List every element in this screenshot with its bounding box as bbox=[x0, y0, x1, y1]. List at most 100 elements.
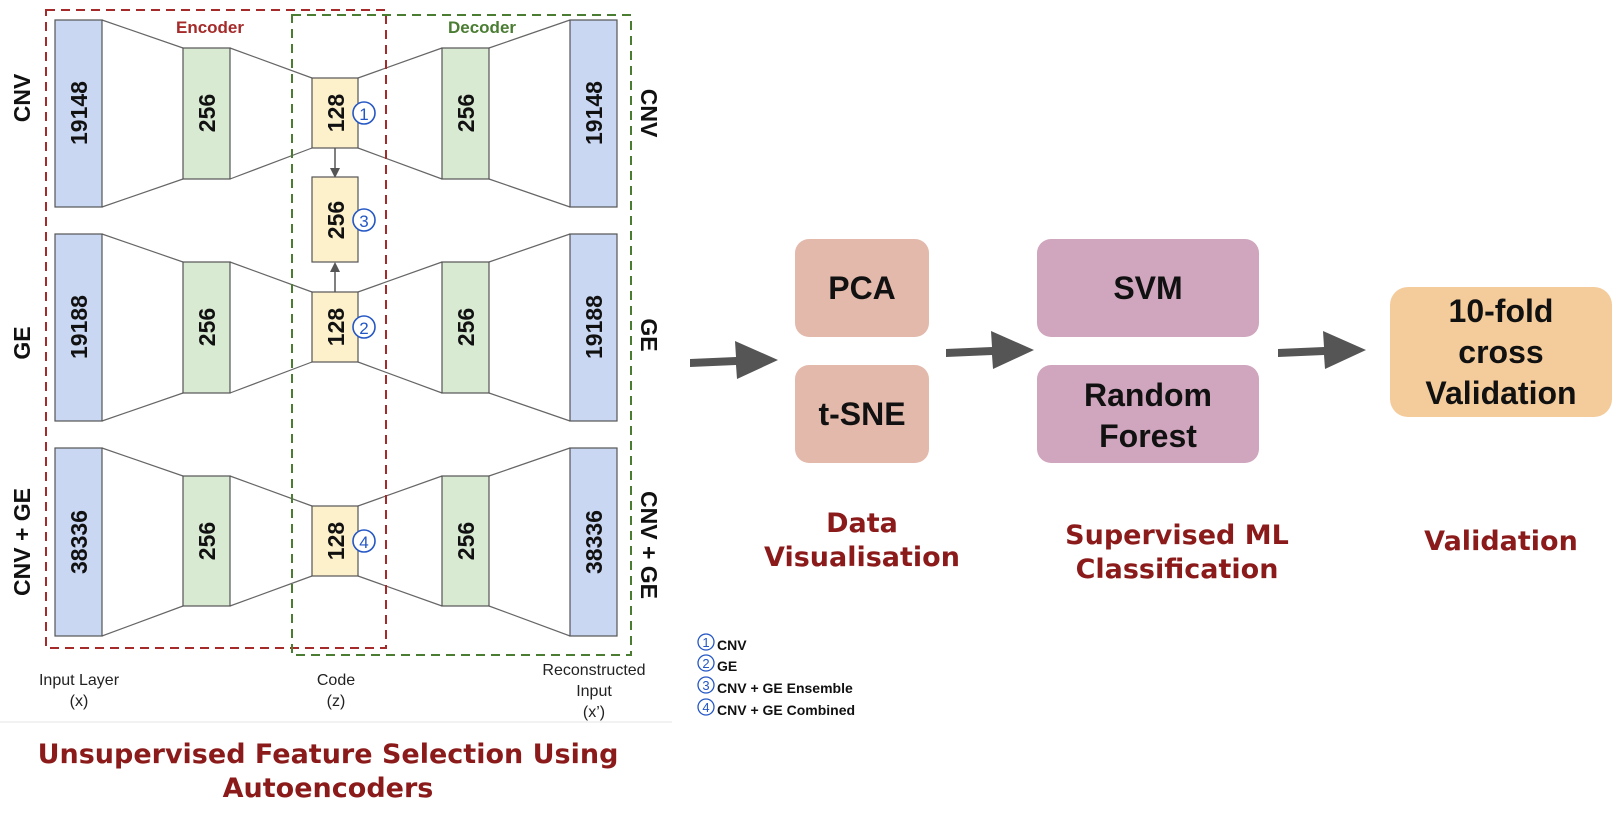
hidden-layer-size: 256 bbox=[194, 522, 220, 560]
badge-number: 2 bbox=[359, 319, 368, 338]
validation-stage: 10-fold cross Validation Validation bbox=[1390, 287, 1612, 557]
visualisation-caption-line2: Visualisation bbox=[764, 542, 960, 573]
reconstructed-caption-line2: Input bbox=[576, 683, 612, 700]
badge-circle bbox=[352, 101, 376, 125]
badge-circle bbox=[697, 654, 715, 672]
random-forest-label-line1: Random bbox=[1084, 377, 1212, 413]
reconstructed-symbol: (x’) bbox=[583, 704, 605, 721]
legend-label: CNV bbox=[717, 637, 747, 653]
code-layer-size: 128 bbox=[323, 308, 349, 347]
reconstructed-layer-size: 19148 bbox=[581, 81, 607, 145]
reconstructed-layer-box bbox=[569, 447, 618, 637]
decoder-hidden-size: 256 bbox=[453, 94, 479, 132]
classification-stage: SVM Random Forest Supervised ML Classifi… bbox=[1037, 239, 1289, 585]
autoencoder-row-ge: 19188 256 128 2 256 19188 GE GE bbox=[9, 233, 662, 422]
code-layer-box bbox=[311, 77, 359, 149]
badge-circle bbox=[697, 698, 715, 716]
flow-arrow-icon bbox=[1278, 331, 1366, 369]
code-layer-box bbox=[311, 291, 359, 363]
classification-caption-line2: Classification bbox=[1076, 554, 1279, 585]
decoder-hidden-size: 256 bbox=[453, 308, 479, 346]
reconstructed-layer-box bbox=[569, 19, 618, 208]
ensemble-code-size: 256 bbox=[323, 201, 349, 239]
badge-circle bbox=[697, 676, 715, 694]
badge-circle bbox=[352, 529, 376, 553]
hidden-layer-size: 256 bbox=[194, 94, 220, 132]
badge-number: 3 bbox=[359, 212, 368, 231]
pca-label: PCA bbox=[828, 270, 896, 306]
badge-number: 3 bbox=[702, 678, 709, 693]
reconstructed-layer-box bbox=[569, 233, 618, 422]
hidden-layer-box bbox=[182, 475, 231, 607]
ensemble-code-box bbox=[311, 176, 359, 263]
row-label-left: CNV bbox=[9, 73, 35, 122]
legend-label: CNV + GE Ensemble bbox=[717, 680, 853, 696]
input-layer-size: 19188 bbox=[66, 295, 92, 359]
badge-legend: 1 CNV 2 GE 3 CNV + GE Ensemble 4 CNV + G… bbox=[697, 633, 855, 718]
row-label-left: GE bbox=[9, 326, 35, 359]
input-layer-box bbox=[54, 447, 103, 637]
input-layer-size: 19148 bbox=[66, 81, 92, 145]
code-layer-box bbox=[311, 505, 359, 577]
classification-caption-line1: Supervised ML bbox=[1065, 520, 1289, 551]
input-layer-box bbox=[54, 19, 103, 208]
cross-validation-box bbox=[1390, 287, 1612, 417]
decoder-label: Decoder bbox=[448, 18, 516, 37]
section-title-line1: Unsupervised Feature Selection Using bbox=[38, 739, 619, 770]
legend-label: CNV + GE Combined bbox=[717, 702, 855, 718]
hidden-layer-size: 256 bbox=[194, 308, 220, 346]
badge-number: 1 bbox=[359, 105, 368, 124]
code-caption: Code bbox=[317, 672, 355, 689]
legend-label: GE bbox=[717, 658, 737, 674]
cross-validation-line2: cross bbox=[1458, 334, 1543, 370]
cross-validation-line3: Validation bbox=[1425, 375, 1576, 411]
code-symbol: (z) bbox=[327, 693, 346, 710]
input-layer-box bbox=[54, 233, 103, 422]
decoder-region bbox=[291, 14, 632, 656]
ensemble-code: 256 3 bbox=[311, 148, 376, 292]
badge-circle bbox=[697, 633, 715, 651]
autoencoder-row-combined: 38336 256 128 4 256 38336 CNV + GE CNV +… bbox=[9, 447, 662, 637]
row-label-left: CNV + GE bbox=[9, 488, 35, 596]
encoder-region bbox=[45, 9, 387, 649]
decoder-hidden-box bbox=[441, 475, 490, 607]
decoder-hidden-box bbox=[441, 261, 490, 394]
flow-arrow-icon bbox=[946, 331, 1034, 369]
badge-number: 2 bbox=[702, 656, 709, 671]
reconstructed-layer-size: 38336 bbox=[581, 510, 607, 574]
hidden-layer-box bbox=[182, 47, 231, 180]
section-title-line2: Autoencoders bbox=[223, 773, 434, 804]
decoder-hidden-size: 256 bbox=[453, 522, 479, 560]
input-layer-caption: Input Layer bbox=[39, 672, 120, 689]
badge-circle bbox=[352, 208, 376, 232]
badge-number: 1 bbox=[702, 635, 709, 650]
code-layer-size: 128 bbox=[323, 94, 349, 133]
tsne-box bbox=[795, 365, 929, 463]
row-label-right: GE bbox=[636, 318, 662, 351]
badge-number: 4 bbox=[702, 700, 709, 715]
svm-label: SVM bbox=[1113, 270, 1182, 306]
pca-box bbox=[795, 239, 929, 337]
reconstructed-layer-size: 19188 bbox=[581, 295, 607, 359]
validation-caption: Validation bbox=[1424, 526, 1578, 557]
svm-box bbox=[1037, 239, 1259, 337]
hidden-layer-box bbox=[182, 261, 231, 394]
data-visualisation-stage: PCA t-SNE Data Visualisation bbox=[764, 239, 960, 573]
flow-arrow-icon bbox=[690, 341, 778, 379]
badge-number: 4 bbox=[359, 533, 368, 552]
input-layer-symbol: (x) bbox=[70, 693, 89, 710]
code-layer-size: 128 bbox=[323, 522, 349, 561]
reconstructed-caption-line1: Reconstructed bbox=[542, 662, 645, 679]
random-forest-label-line2: Forest bbox=[1099, 418, 1197, 454]
row-label-right: CNV + GE bbox=[636, 491, 662, 599]
autoencoder-row-cnv: 19148 256 128 1 256 19148 CNV CNV bbox=[9, 19, 662, 208]
input-layer-size: 38336 bbox=[66, 510, 92, 574]
visualisation-caption-line1: Data bbox=[826, 508, 898, 539]
encoder-label: Encoder bbox=[176, 18, 244, 37]
row-label-right: CNV bbox=[636, 89, 662, 138]
tsne-label: t-SNE bbox=[818, 396, 905, 432]
random-forest-box bbox=[1037, 365, 1259, 463]
cross-validation-line1: 10-fold bbox=[1449, 293, 1554, 329]
decoder-hidden-box bbox=[441, 47, 490, 180]
